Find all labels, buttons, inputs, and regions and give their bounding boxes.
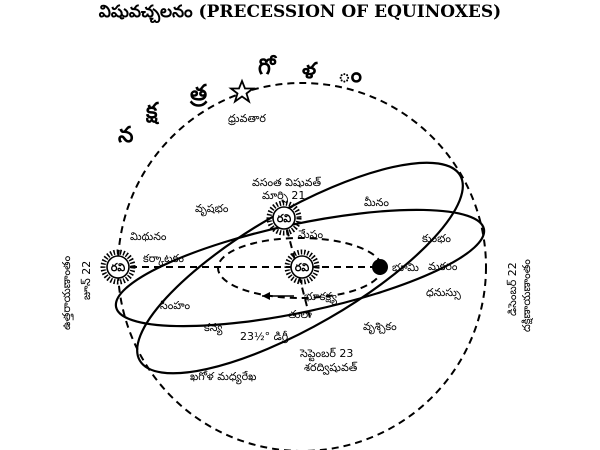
zodiac-kumbham: కుంభం (422, 232, 451, 245)
autumnal-equinox-label: శరద్విషువత్ (304, 361, 358, 375)
zodiac-vrishabham: వృషభం (195, 202, 229, 217)
vernal-equinox-date: మార్చి 21 (262, 189, 305, 203)
zodiac-meenam: మీనం (364, 196, 389, 209)
diagram-title: విషువచ్చలనం (PRECESSION OF EQUINOXES) (98, 2, 502, 22)
winter-solstice-date: డిసెంబర్ 22 (506, 262, 519, 316)
zodiac-tula: తులా (288, 308, 312, 321)
sun-label: రవి (277, 212, 292, 225)
zodiac-karkatakam: కర్కాటకం (143, 252, 184, 266)
arc-title-char: క్ష (145, 99, 160, 125)
summer-solstice-date: జూన్ 22 (80, 261, 93, 300)
pole-star-label: ధ్రువతార (228, 112, 267, 126)
summer-solstice-name: ఉత్తరాయణాంతం (60, 255, 74, 330)
vernal-equinox-label: వసంత విషువత్ (252, 176, 321, 189)
sun-label: రవి (295, 261, 310, 274)
arc-title-char: ళ (302, 59, 318, 84)
zodiac-makaram: మకరం (428, 260, 458, 273)
earth-axis-label: భూకక్ష్య (304, 290, 337, 306)
sun-label: రవి (111, 261, 126, 274)
sun-summer-solstice: రవి (103, 252, 133, 282)
zodiac-simham: సింహం (160, 299, 191, 312)
zodiac-vrischikam: వృశ్చికం (363, 320, 397, 335)
zodiac-mesham: మేషం (298, 228, 323, 241)
arc-title-char: త్ర (189, 81, 208, 107)
zodiac-dhanussu: ధనుస్సు (426, 286, 461, 300)
arc-title-char: న (118, 123, 134, 148)
winter-solstice-name: దక్షిణాయణాంతం (520, 259, 533, 332)
sun-vernal-equinox: రవి (269, 203, 299, 233)
zodiac-kanya: కన్య (204, 321, 223, 336)
sun-center: రవి (287, 252, 317, 282)
earth-label: భూమి (392, 261, 419, 274)
orbit-arrowhead (262, 292, 270, 300)
autumnal-equinox-date: సెప్టెంబర్ 23 (299, 347, 353, 362)
earth-dot (372, 259, 388, 275)
pole-star-icon (228, 78, 256, 104)
arc-title-char: గో (258, 54, 278, 80)
celestial-equator-label: ఖగోళ మధ్యరేఖ (190, 370, 256, 385)
ecliptic-angle-label: 23½° డిగ్రీ (240, 330, 288, 344)
arc-title-char: ం (338, 63, 362, 88)
zodiac-mithunam: మిథునం (130, 230, 167, 243)
